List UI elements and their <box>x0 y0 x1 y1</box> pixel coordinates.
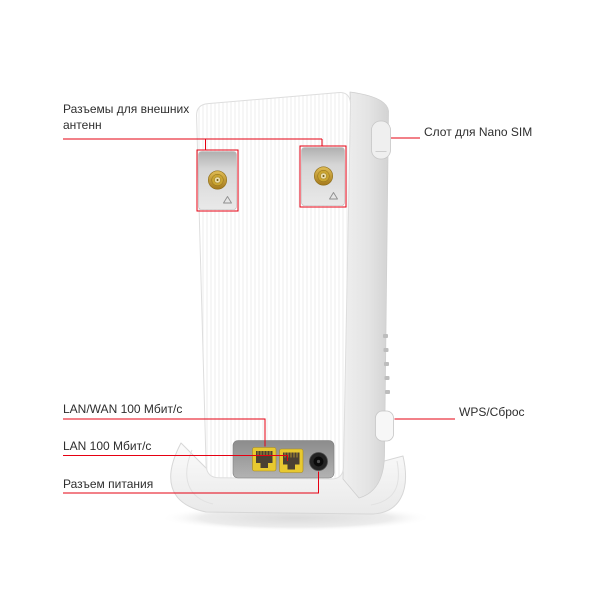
label-power: Разъем питания <box>63 477 154 491</box>
led-indicators <box>383 334 390 394</box>
callout-power-line <box>63 471 319 494</box>
label-lan-wan: LAN/WAN 100 Мбит/с <box>63 402 183 416</box>
power-jack <box>309 452 328 471</box>
antenna-connector-left <box>198 151 237 210</box>
warning-triangle-icon <box>329 192 338 200</box>
callout-box-antenna-left <box>196 149 239 212</box>
callout-lines <box>63 137 455 494</box>
nano-sim-slot <box>371 120 391 160</box>
warning-triangle-icon <box>223 196 232 204</box>
callout-antenna-line <box>63 138 323 150</box>
callout-box-antenna-right <box>299 145 347 208</box>
lan-wan-port <box>252 447 277 472</box>
antenna-connector-right <box>301 147 345 206</box>
router-side-face <box>342 91 389 499</box>
callout-lan-line <box>63 455 288 461</box>
label-antenna-connectors: Разъемы для внешних антенн <box>63 102 190 132</box>
label-nano-sim: Слот для Nano SIM <box>424 125 533 139</box>
label-wps-reset: WPS/Сброс <box>459 405 525 419</box>
lan-port <box>279 448 304 473</box>
callout-lanwan-line <box>63 418 266 447</box>
wps-reset-button <box>375 410 394 442</box>
label-lan: LAN 100 Мбит/с <box>63 439 152 453</box>
